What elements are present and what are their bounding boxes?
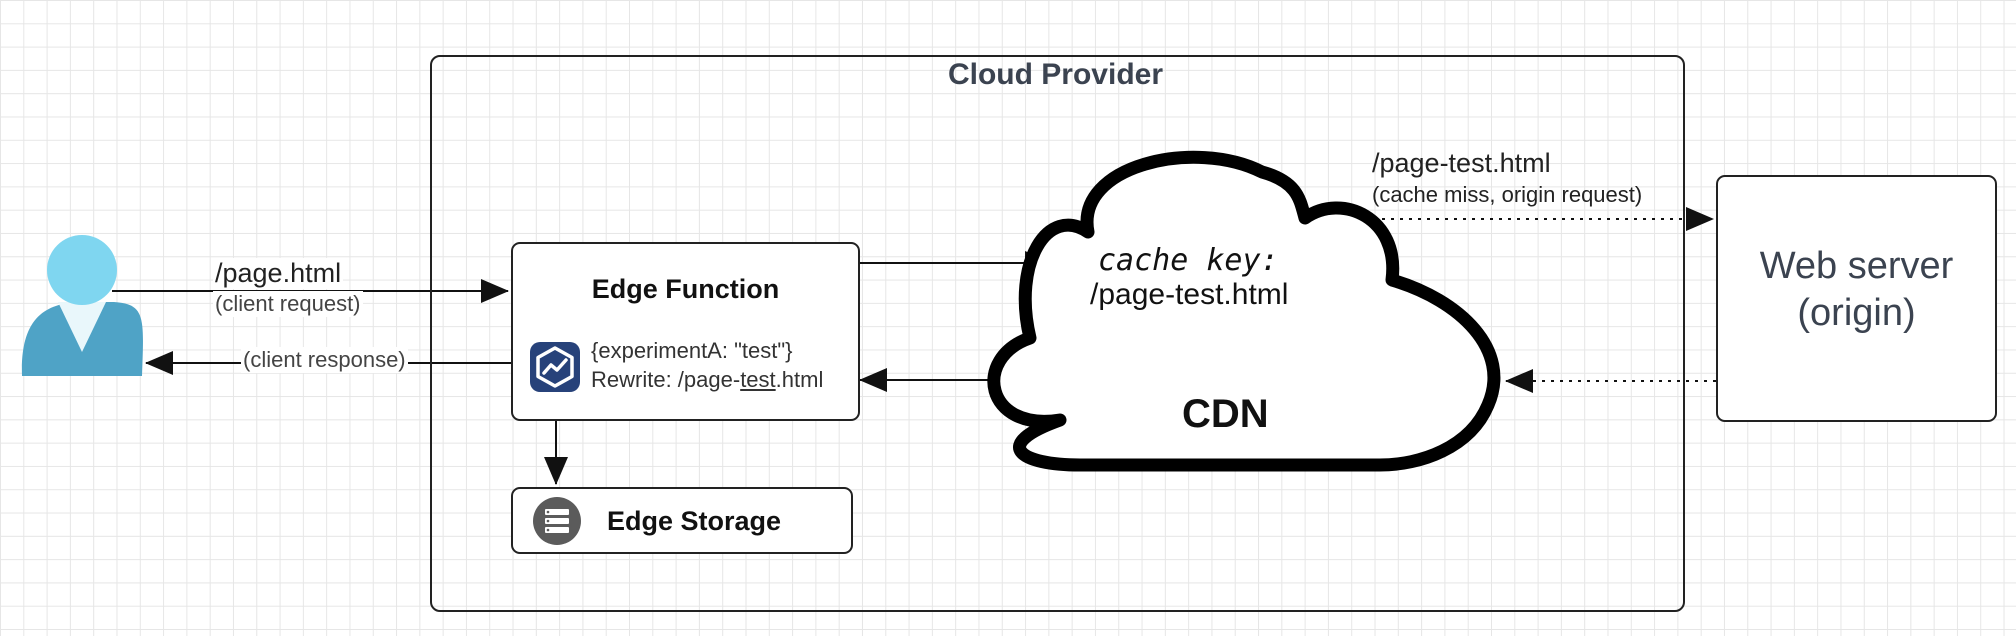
client-response-note: (client response) (241, 347, 408, 373)
rewrite-variant: test (740, 367, 776, 392)
edge-storage-label: Edge Storage (607, 506, 782, 536)
client-request-note: (client request) (213, 291, 363, 317)
user-icon (21, 235, 143, 376)
edge-function-title: Edge Function (591, 274, 780, 304)
cdn-cloud-shape (987, 150, 1501, 472)
cloud-provider-title: Cloud Provider (947, 58, 1164, 91)
cdn-label: CDN (1182, 392, 1269, 436)
rewrite-suffix: .html (775, 367, 824, 392)
edge-function-rewrite-text: Rewrite: /page-test.html (591, 367, 823, 393)
web-server-line2: (origin) (1797, 292, 1916, 334)
client-request-path: /page.html (213, 258, 344, 289)
edge-function-box[interactable]: Edge Function {experimentA: "test"} Rewr… (511, 242, 860, 421)
cache-key-label: cache key: (1098, 243, 1279, 278)
cache-key-value: /page-test.html (1090, 278, 1289, 311)
edge-storage-box[interactable]: Edge Storage (511, 487, 853, 554)
storage-icon (533, 497, 581, 545)
origin-request-note: (cache miss, origin request) (1372, 182, 1643, 207)
cloud-provider-container (430, 55, 1685, 612)
edge-function-icon (530, 342, 580, 392)
edge-function-experiment-text: {experimentA: "test"} (591, 338, 793, 363)
rewrite-prefix: Rewrite: /page- (591, 367, 741, 392)
web-server-label: Web server (origin) (1718, 243, 1995, 337)
web-server-box[interactable]: Web server (origin) (1716, 175, 1997, 422)
web-server-line1: Web server (1759, 245, 1954, 287)
origin-request-path: /page-test.html (1372, 148, 1551, 178)
